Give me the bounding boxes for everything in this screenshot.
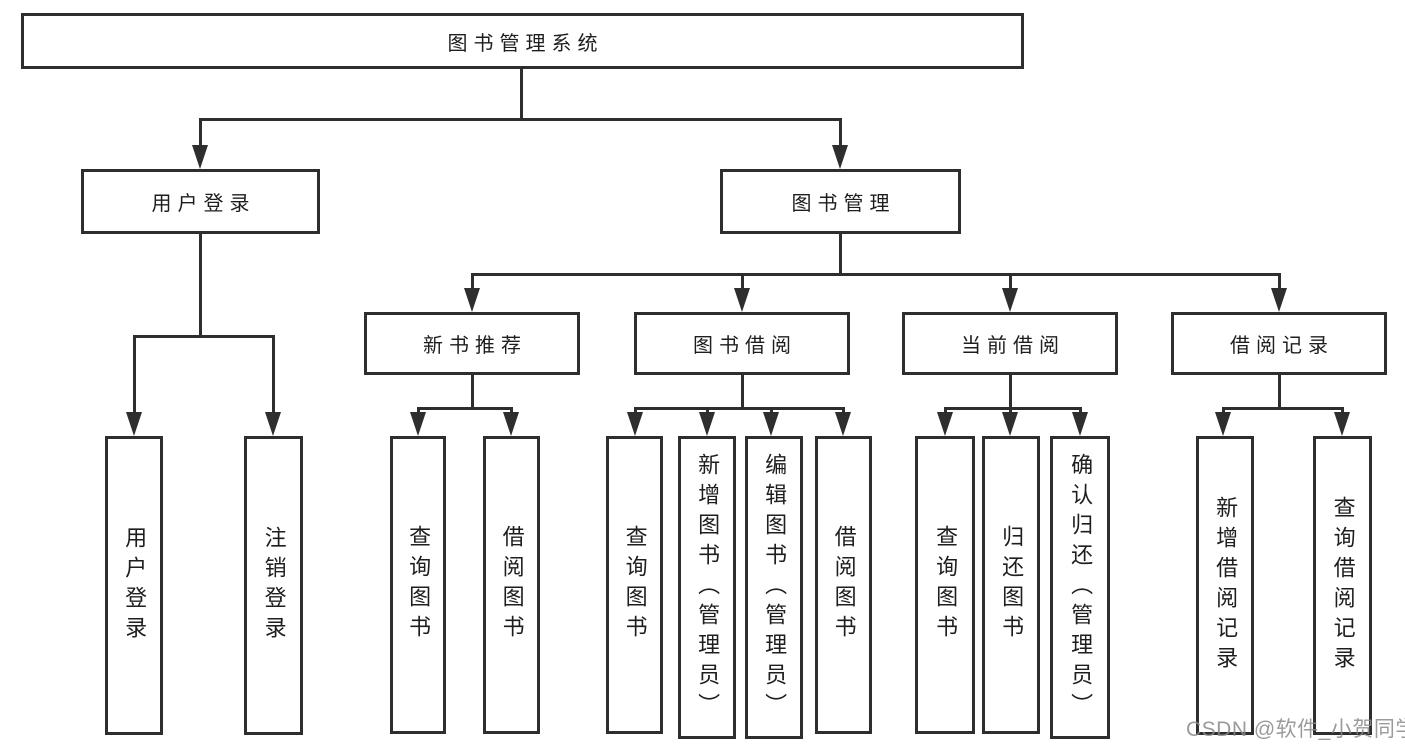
- connector-line: [416, 407, 420, 413]
- node-book-borrowing: 图书借阅: [634, 312, 850, 375]
- arrow-down-icon: [1002, 288, 1018, 312]
- node-user-login: 用户登录: [81, 169, 320, 234]
- node-label: 用户登录: [151, 193, 256, 215]
- arrow-down-icon: [1334, 412, 1350, 436]
- leaf-query-books-recommend: 查询图书: [390, 436, 446, 734]
- connector-line: [470, 273, 1281, 276]
- connector-line: [198, 234, 202, 335]
- leaf-label: 新增借阅记录: [1213, 495, 1239, 676]
- connector-line: [943, 407, 947, 413]
- leaf-label: 查询图书: [406, 525, 432, 645]
- leaf-label: 借阅图书: [831, 525, 857, 645]
- leaf-borrow-books-borrowing: 借阅图书: [815, 436, 872, 734]
- arrow-down-icon: [192, 145, 208, 169]
- connector-line: [509, 407, 513, 413]
- leaf-label: 归还图书: [999, 525, 1025, 645]
- arrow-down-icon: [1072, 412, 1088, 436]
- arrow-down-icon: [503, 412, 519, 436]
- arrow-down-icon: [265, 412, 281, 436]
- connector-line: [470, 375, 474, 407]
- connector-line: [1008, 375, 1012, 407]
- connector-line: [740, 273, 744, 289]
- leaf-add-books-admin: 新增图书（管理员）: [678, 436, 736, 739]
- connector-line: [198, 118, 842, 121]
- connector-line: [132, 335, 136, 412]
- leaf-confirm-return-admin: 确认归还（管理员）: [1050, 436, 1110, 739]
- csdn-watermark: CSDN @软件_小贺同学: [1186, 718, 1405, 741]
- leaf-return-books: 归还图书: [982, 436, 1040, 734]
- connector-line: [633, 407, 637, 413]
- arrow-down-icon: [832, 145, 848, 169]
- connector-line: [198, 118, 202, 146]
- node-label: 当前借阅: [961, 335, 1065, 357]
- leaf-label: 借阅图书: [499, 525, 525, 645]
- connector-line: [1078, 407, 1082, 413]
- node-label: 借阅记录: [1230, 335, 1334, 357]
- node-current-borrowing: 当前借阅: [902, 312, 1118, 375]
- node-borrowing-records: 借阅记录: [1171, 312, 1387, 375]
- connector-line: [1221, 407, 1344, 410]
- arrow-down-icon: [464, 288, 480, 312]
- leaf-label: 注销登录: [261, 525, 287, 646]
- connector-line: [740, 375, 744, 407]
- arrow-down-icon: [734, 288, 750, 312]
- connector-line: [838, 234, 842, 273]
- arrow-down-icon: [627, 412, 643, 436]
- arrow-down-icon: [410, 412, 426, 436]
- node-label: 图书管理: [791, 193, 896, 215]
- connector-line: [416, 407, 513, 410]
- connector-line: [633, 407, 845, 410]
- node-library-management-system: 图书管理系统: [21, 13, 1024, 69]
- leaf-add-borrow-record: 新增借阅记录: [1196, 436, 1254, 735]
- arrow-down-icon: [1002, 412, 1018, 436]
- leaf-label: 查询图书: [933, 525, 959, 645]
- connector-line: [838, 118, 842, 146]
- connector-line: [1008, 273, 1012, 289]
- leaf-query-books-borrowing: 查询图书: [606, 436, 663, 734]
- connector-line: [470, 273, 474, 289]
- leaf-query-books-current: 查询图书: [915, 436, 975, 734]
- arrow-down-icon: [763, 412, 779, 436]
- leaf-edit-books-admin: 编辑图书（管理员）: [745, 436, 803, 739]
- connector-line: [943, 407, 1082, 410]
- connector-line: [1277, 273, 1281, 289]
- node-new-book-recommend: 新书推荐: [364, 312, 580, 375]
- connector-line: [1340, 407, 1344, 413]
- connector-line: [132, 335, 275, 338]
- connector-line: [769, 407, 773, 413]
- leaf-query-borrow-record: 查询借阅记录: [1313, 436, 1372, 735]
- arrow-down-icon: [699, 412, 715, 436]
- connector-line: [1277, 375, 1281, 407]
- connector-line: [519, 69, 523, 118]
- node-label: 新书推荐: [423, 335, 527, 357]
- arrow-down-icon: [1215, 412, 1231, 436]
- leaf-logout: 注销登录: [244, 436, 303, 735]
- connector-line: [271, 335, 275, 412]
- leaf-user-login: 用户登录: [105, 436, 163, 735]
- arrow-down-icon: [835, 412, 851, 436]
- node-book-management: 图书管理: [720, 169, 961, 234]
- leaf-label: 查询借阅记录: [1330, 495, 1356, 676]
- arrow-down-icon: [1271, 288, 1287, 312]
- connector-line: [841, 407, 845, 413]
- arrow-down-icon: [126, 412, 142, 436]
- leaf-label: 新增图书（管理员）: [695, 452, 721, 723]
- leaf-label: 确认归还（管理员）: [1068, 452, 1094, 723]
- leaf-label: 用户登录: [122, 525, 148, 646]
- connector-line: [1008, 407, 1012, 413]
- arrow-down-icon: [937, 412, 953, 436]
- connector-line: [705, 407, 709, 413]
- node-label: 图书管理系统: [447, 32, 604, 55]
- leaf-label: 查询图书: [622, 525, 648, 645]
- node-label: 图书借阅: [693, 335, 797, 357]
- leaf-label: 编辑图书（管理员）: [762, 452, 788, 723]
- connector-line: [1221, 407, 1225, 413]
- leaf-borrow-books-recommend: 借阅图书: [483, 436, 540, 734]
